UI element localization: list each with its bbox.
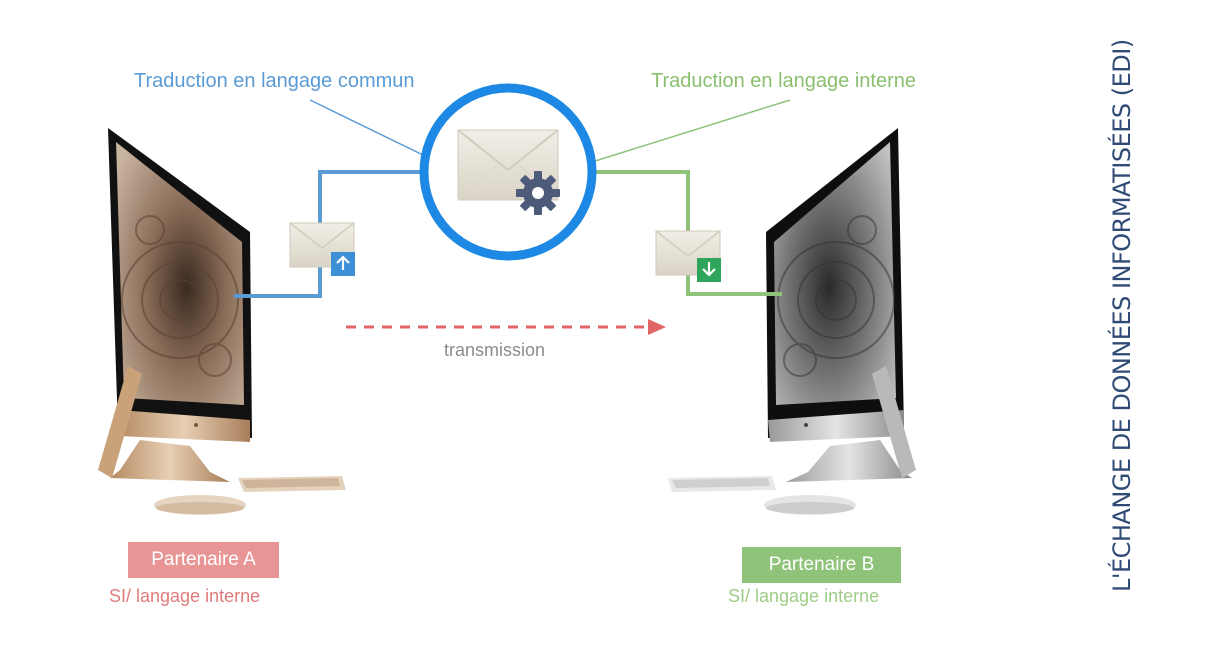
- internal-translation-label: Traduction en langage interne: [651, 70, 916, 92]
- incoming-envelope-icon: [655, 230, 721, 276]
- arrow-up-icon: [331, 252, 355, 276]
- computer-a-icon: [98, 128, 346, 515]
- transmission-label: transmission: [444, 340, 546, 360]
- page-title: L'ÉCHANGE DE DONNÉES INFORMATISÉES (EDI): [1108, 39, 1136, 592]
- internal-callout-line: [559, 99, 791, 173]
- partner-b-system-label: SI/ langage interne: [728, 586, 880, 606]
- arrow-down-icon: [697, 258, 721, 282]
- transmission-arrowhead-icon: [648, 319, 666, 335]
- partner-a-system-label: SI/ langage interne: [109, 586, 261, 606]
- gear-icon: [516, 171, 560, 215]
- partner-a-badge: Partenaire A: [128, 542, 279, 578]
- computer-b-icon: [668, 128, 916, 515]
- partner-b-badge: Partenaire B: [742, 547, 901, 583]
- common-translation-label: Traduction en langage commun: [134, 70, 415, 92]
